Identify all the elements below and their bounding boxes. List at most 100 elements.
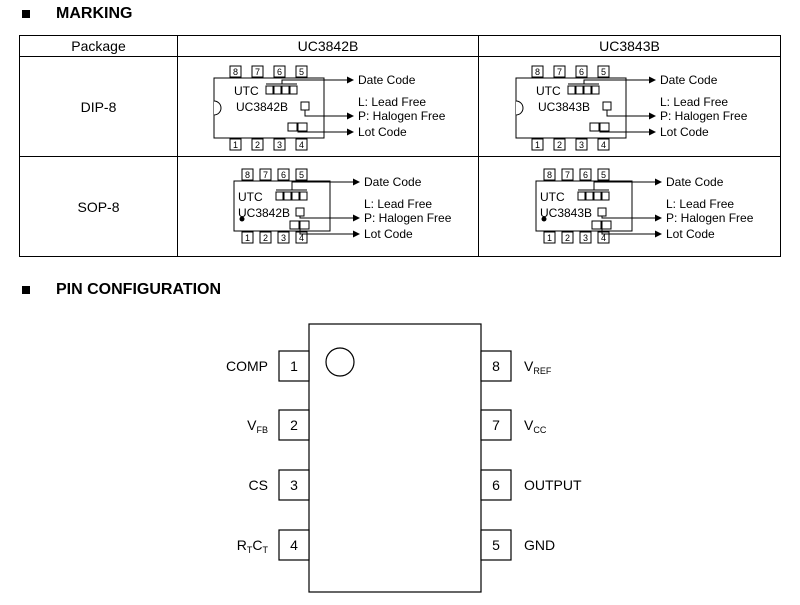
pin-box <box>561 231 573 244</box>
date-code-box <box>281 85 290 95</box>
date-code-box <box>601 191 609 201</box>
pin-box <box>241 168 254 181</box>
pin-number: 2 <box>263 233 268 243</box>
pin-number: 6 <box>281 170 286 180</box>
lp-arrow-arrowhead <box>648 112 656 120</box>
legend-halogen-free: P: Halogen Free <box>660 109 748 123</box>
pin-number: 7 <box>255 67 260 77</box>
pin-box-7 <box>480 409 512 441</box>
lot-arrow-arrowhead <box>347 128 354 136</box>
pin-box-6 <box>480 469 512 501</box>
lot-code-box <box>599 122 609 132</box>
legend-lead-free: L: Lead Free <box>660 95 728 109</box>
pin-box <box>553 65 565 78</box>
date-code-box <box>299 191 308 201</box>
legend-lot-code: Lot Code <box>358 125 407 139</box>
date-code-box <box>567 85 575 95</box>
pin-name-2: VFB <box>247 417 268 435</box>
pin-box <box>241 231 254 244</box>
bullet-square-icon <box>22 286 30 294</box>
pin-box <box>295 231 308 244</box>
pin-name-6: OUTPUT <box>524 477 582 493</box>
pin-config-heading: PIN CONFIGURATION <box>22 281 221 299</box>
pin-box <box>543 168 555 181</box>
pin-name-4: RTCT <box>237 537 269 555</box>
lp-leader <box>606 110 646 117</box>
pin-number: 4 <box>600 140 605 150</box>
pin-box <box>251 65 264 78</box>
lot-arrow-arrowhead <box>353 230 360 238</box>
lot-code-box <box>589 122 599 132</box>
notch-icon <box>213 100 222 116</box>
pin-box <box>229 65 242 78</box>
chip-body <box>535 180 632 232</box>
chip-part-number: UC3842B <box>236 100 288 114</box>
pin-box <box>553 138 565 151</box>
legend-lead-free: L: Lead Free <box>358 95 426 109</box>
date-leader <box>593 181 652 190</box>
legend-date-code: Date Code <box>358 73 416 87</box>
chip-body <box>233 180 331 232</box>
legend-halogen-free: P: Halogen Free <box>358 109 446 123</box>
pin-box <box>597 138 609 151</box>
pin-box <box>543 231 555 244</box>
pin-number: 8 <box>233 67 238 77</box>
pin-box <box>251 138 264 151</box>
pin-number-4: 4 <box>290 537 298 553</box>
lot-leader <box>299 229 350 235</box>
lp-leader <box>601 216 652 219</box>
legend-lot-code: Lot Code <box>660 125 709 139</box>
date-code-box <box>575 85 583 95</box>
package-sop8: SOP-8 <box>19 156 178 257</box>
lead-free-box <box>602 101 611 111</box>
date-code-box <box>283 191 292 201</box>
pin-name-5: GND <box>524 537 555 553</box>
pin-box <box>579 231 591 244</box>
lp-arrow-arrowhead <box>347 112 354 120</box>
lot-code-box <box>289 220 300 230</box>
pin-number: 7 <box>556 67 561 77</box>
pin-number: 7 <box>564 170 569 180</box>
chip-part-number: UC3843B <box>540 206 592 220</box>
pin-number: 2 <box>556 140 561 150</box>
lead-free-box <box>295 207 305 217</box>
date-code-box <box>275 191 284 201</box>
pin-number-2: 2 <box>290 417 298 433</box>
lot-code-box <box>591 220 601 230</box>
date-leader <box>291 181 350 190</box>
pin-number-1: 1 <box>290 358 298 374</box>
pin-box-4 <box>278 529 310 561</box>
pin-box <box>597 231 609 244</box>
pin-box-8 <box>480 350 512 382</box>
lead-free-box <box>597 207 606 217</box>
pin-box <box>575 138 587 151</box>
pin-box <box>597 168 609 181</box>
pin-number: 6 <box>578 67 583 77</box>
date-code-box <box>593 191 601 201</box>
pin-number-3: 3 <box>290 477 298 493</box>
chip-prefix: UTC <box>540 190 565 204</box>
pin-box <box>597 65 609 78</box>
chip-prefix: UTC <box>536 84 561 98</box>
pin-number: 3 <box>281 233 286 243</box>
lot-arrow-arrowhead <box>654 230 662 238</box>
header-uc3843b: UC3843B <box>478 35 781 57</box>
lp-leader <box>304 110 344 117</box>
chip-part-number: UC3843B <box>538 100 590 114</box>
lot-arrow-arrowhead <box>648 128 656 136</box>
pin-box <box>259 231 272 244</box>
pin-number: 6 <box>582 170 587 180</box>
legend-lead-free: L: Lead Free <box>364 197 432 211</box>
pin-number: 8 <box>546 170 551 180</box>
pin-number: 1 <box>233 140 238 150</box>
lot-code-box <box>287 122 298 132</box>
pin-number: 1 <box>546 233 551 243</box>
marking-heading: MARKING <box>22 5 132 23</box>
